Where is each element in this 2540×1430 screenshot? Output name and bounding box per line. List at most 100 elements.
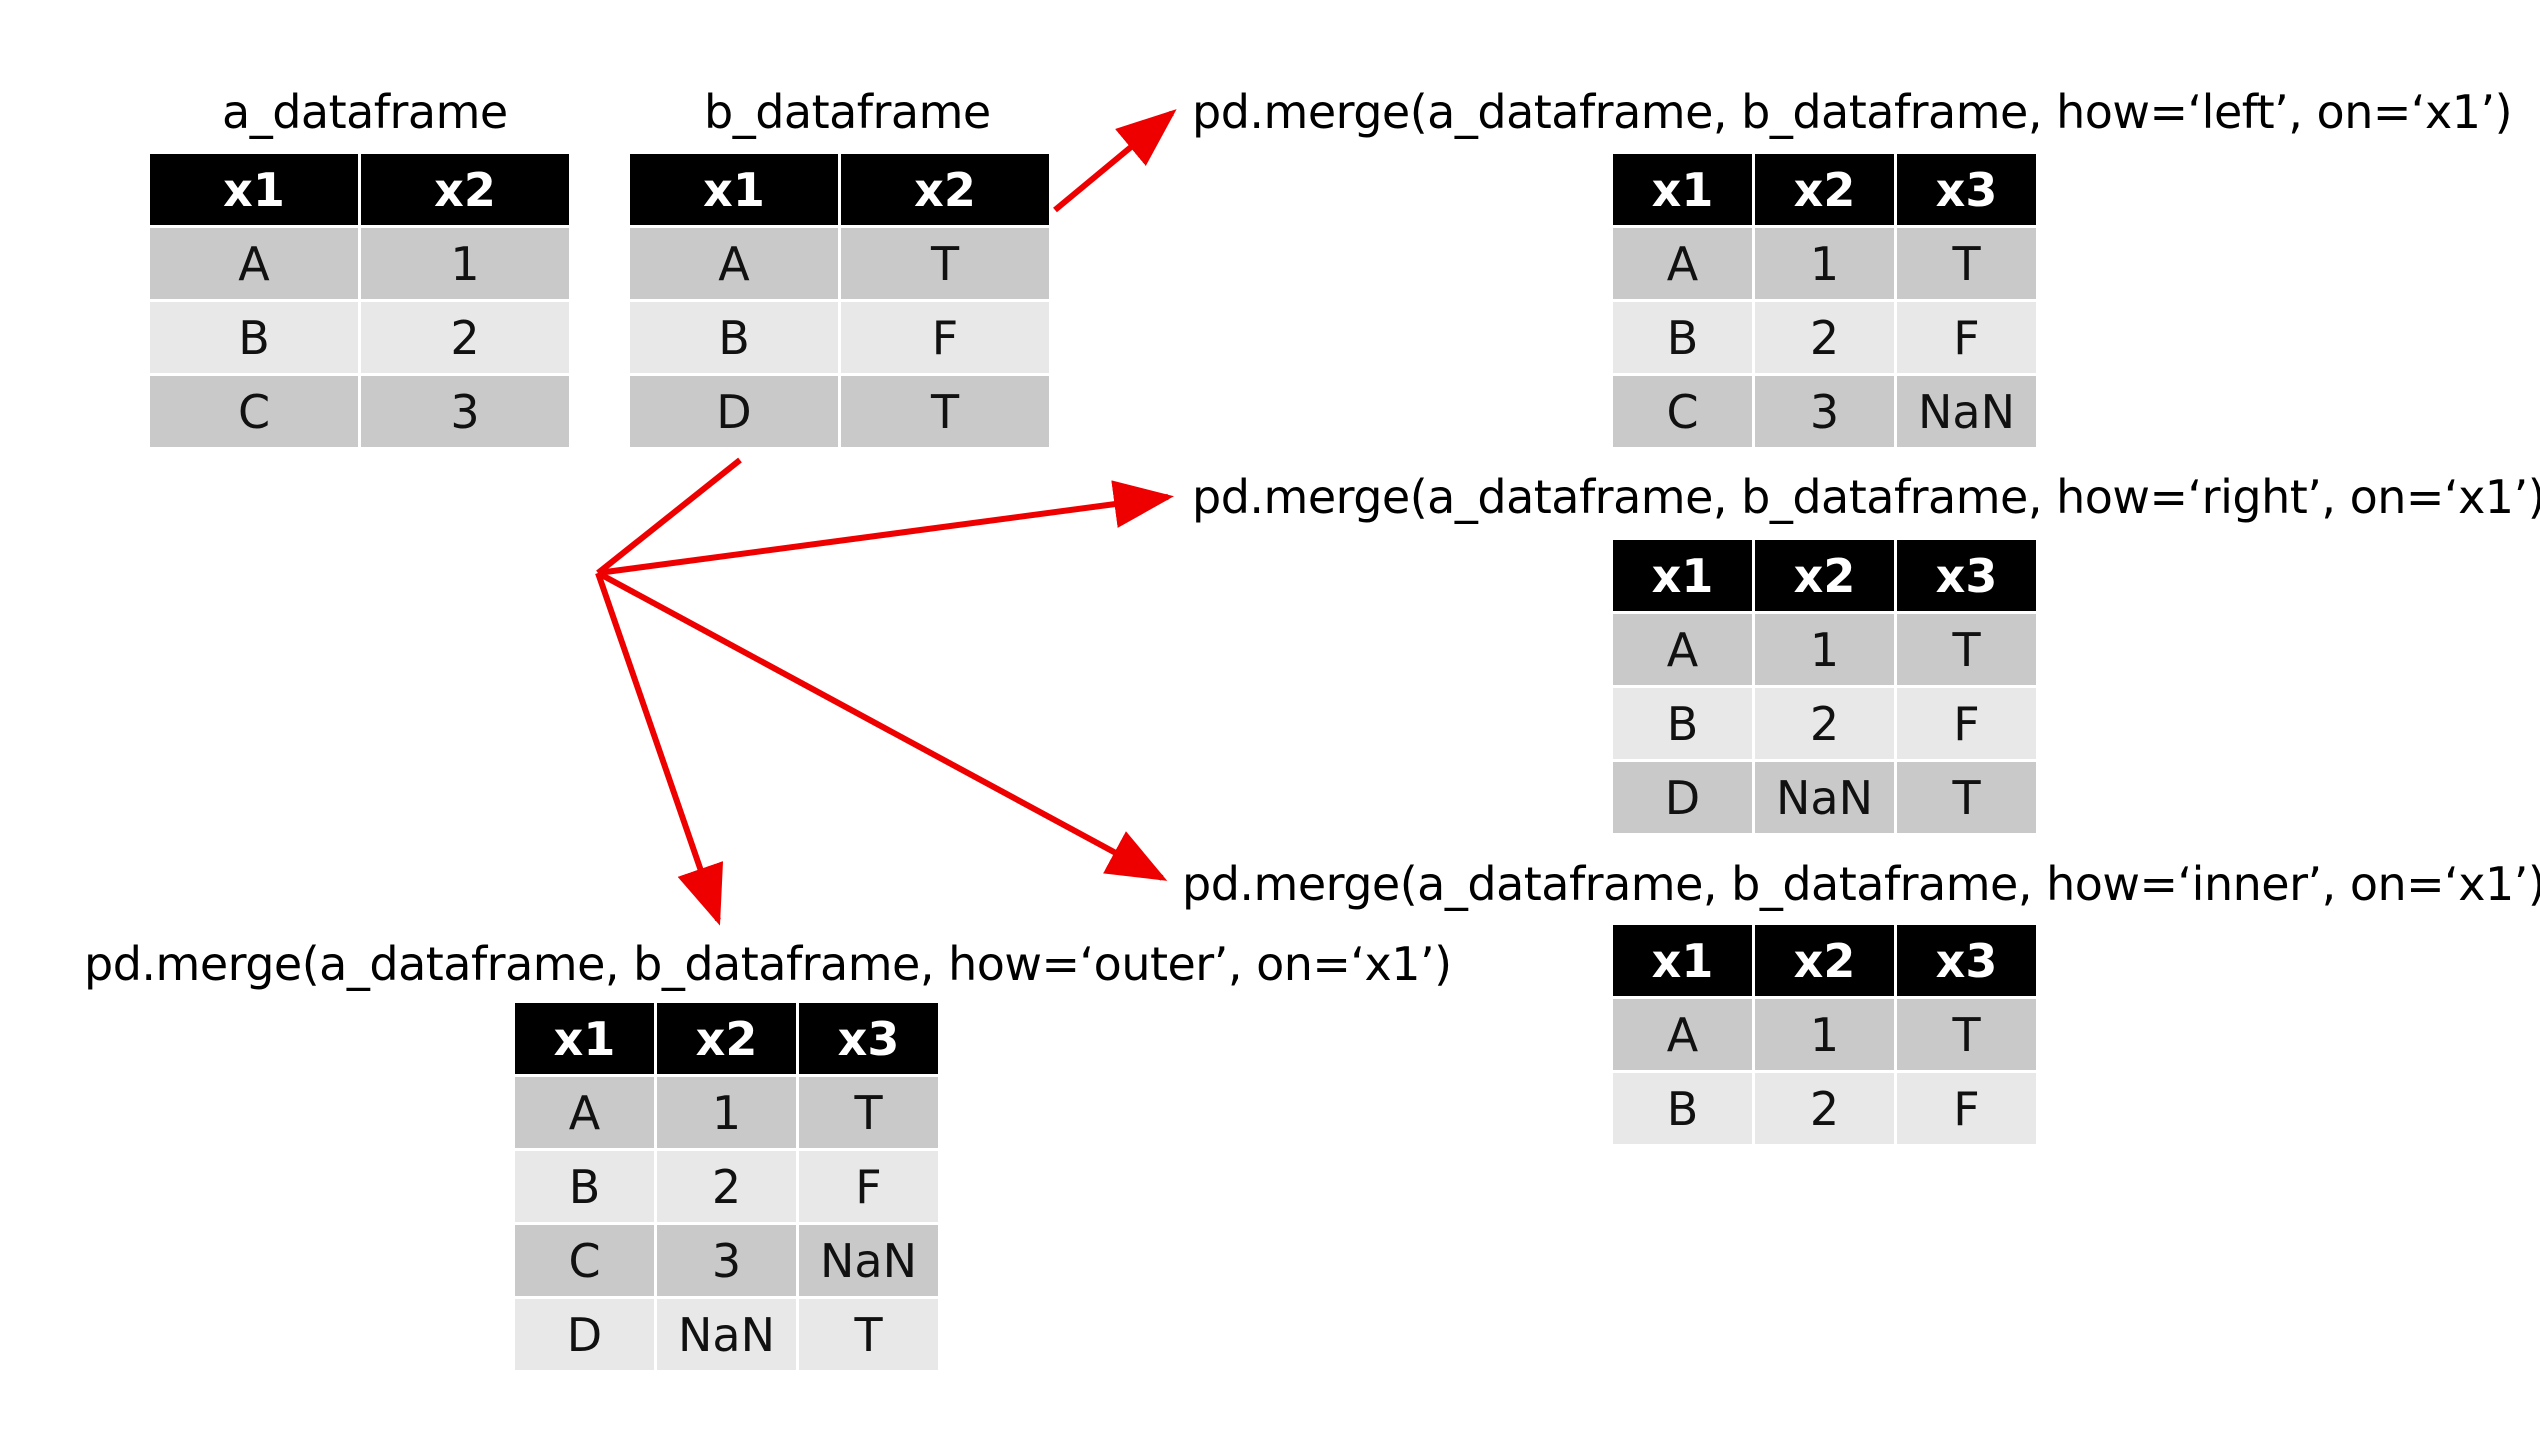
table-cell: T	[796, 1296, 941, 1373]
table-cell: D	[512, 1296, 657, 1373]
table-cell: F	[838, 299, 1052, 376]
column-header-x1: x1	[147, 151, 361, 228]
table-cell: 3	[358, 373, 572, 450]
table-cell: D	[1610, 759, 1755, 836]
left-merge-caption: pd.merge(a_dataframe, b_dataframe, how=‘…	[1192, 85, 2513, 139]
column-header-x3: x3	[796, 1000, 941, 1077]
table-cell: A	[1610, 996, 1755, 1073]
inner-merge-caption: pd.merge(a_dataframe, b_dataframe, how=‘…	[1182, 857, 2540, 911]
arrow-to-outer-merge	[595, 572, 724, 926]
table-cell: T	[838, 373, 1052, 450]
column-header-x1: x1	[1610, 151, 1755, 228]
table-cell: F	[1894, 1070, 2039, 1147]
table-cell: 1	[1752, 611, 1897, 688]
table-cell: 2	[1752, 685, 1897, 762]
table-cell: T	[796, 1074, 941, 1151]
arrow-branch-stem	[596, 457, 742, 576]
table-cell: 2	[1752, 299, 1897, 376]
table-cell: 2	[654, 1148, 799, 1225]
table-cell: A	[1610, 225, 1755, 302]
arrow-to-left-merge	[1053, 109, 1177, 213]
table-cell: 1	[1752, 996, 1897, 1073]
table-cell: A	[512, 1074, 657, 1151]
table-cell: T	[1894, 996, 2039, 1073]
column-header-x3: x3	[1894, 537, 2039, 614]
table-cell: C	[512, 1222, 657, 1299]
column-header-x2: x2	[1752, 537, 1897, 614]
table-cell: 1	[358, 225, 572, 302]
table-cell: 2	[1752, 1070, 1897, 1147]
table-cell: F	[1894, 299, 2039, 376]
column-header-x2: x2	[1752, 151, 1897, 228]
column-header-x2: x2	[654, 1000, 799, 1077]
table-cell: F	[1894, 685, 2039, 762]
table-cell: B	[1610, 299, 1755, 376]
table-cell: D	[627, 373, 841, 450]
table-cell: 1	[1752, 225, 1897, 302]
table-cell: F	[796, 1148, 941, 1225]
table-cell: 2	[358, 299, 572, 376]
table-cell: C	[1610, 373, 1755, 450]
table-cell: A	[1610, 611, 1755, 688]
table-cell: B	[627, 299, 841, 376]
right-merge-caption: pd.merge(a_dataframe, b_dataframe, how=‘…	[1192, 470, 2540, 524]
column-header-x2: x2	[358, 151, 572, 228]
table-cell: B	[1610, 685, 1755, 762]
arrow-to-right-merge	[597, 480, 1174, 576]
table-cell: T	[1894, 611, 2039, 688]
table-cell: NaN	[1894, 373, 2039, 450]
column-header-x1: x1	[1610, 537, 1755, 614]
table-cell: NaN	[1752, 759, 1897, 836]
column-header-x3: x3	[1894, 151, 2039, 228]
column-header-x1: x1	[512, 1000, 657, 1077]
a-dataframe-title: a_dataframe	[222, 85, 508, 139]
column-header-x1: x1	[627, 151, 841, 228]
table-cell: B	[1610, 1070, 1755, 1147]
table-cell: A	[147, 225, 361, 302]
table-cell: A	[627, 225, 841, 302]
column-header-x2: x2	[1752, 922, 1897, 999]
column-header-x2: x2	[838, 151, 1052, 228]
arrow-to-inner-merge	[596, 570, 1168, 881]
table-cell: T	[838, 225, 1052, 302]
b-dataframe-title: b_dataframe	[704, 85, 991, 139]
table-cell: T	[1894, 759, 2039, 836]
outer-merge-caption: pd.merge(a_dataframe, b_dataframe, how=‘…	[84, 937, 1452, 991]
table-cell: T	[1894, 225, 2039, 302]
table-cell: 1	[654, 1074, 799, 1151]
column-header-x1: x1	[1610, 922, 1755, 999]
table-cell: C	[147, 373, 361, 450]
column-header-x3: x3	[1894, 922, 2039, 999]
table-cell: B	[512, 1148, 657, 1225]
